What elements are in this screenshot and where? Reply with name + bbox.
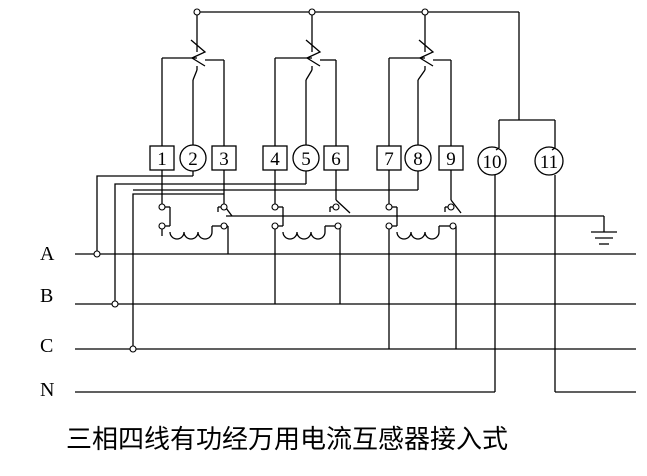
terminal-4-label: 4 [270, 149, 280, 170]
terminal-7-label: 7 [384, 149, 394, 170]
terminal-9-label: 9 [446, 149, 456, 170]
ground-connection [226, 215, 617, 245]
terminal-3-label: 3 [219, 149, 229, 170]
terminal-1-label: 1 [157, 149, 167, 170]
terminal-5-label: 5 [301, 149, 311, 170]
element-1: 1 2 3 [96, 39, 237, 349]
element-3: 7 8 9 [133, 39, 464, 349]
diagram-caption: 三相四线有功经万用电流互感器接入式 [66, 425, 508, 455]
phase-label-a: A [40, 243, 55, 265]
terminal-8-label: 8 [413, 149, 423, 170]
terminal-10-label: 10 [483, 152, 502, 173]
neutral-terminals: 10 11 [477, 146, 636, 393]
phase-label-n: N [40, 379, 54, 401]
terminal-2-label: 2 [188, 149, 198, 170]
top-bus [196, 11, 556, 148]
phase-label-c: C [40, 335, 53, 357]
phase-label-b: B [40, 285, 53, 307]
junction-dots [93, 8, 457, 353]
terminal-11-label: 11 [540, 152, 558, 173]
element-2: 4 5 6 [114, 39, 351, 304]
phase-lines [75, 253, 636, 393]
terminal-6-label: 6 [331, 149, 341, 170]
